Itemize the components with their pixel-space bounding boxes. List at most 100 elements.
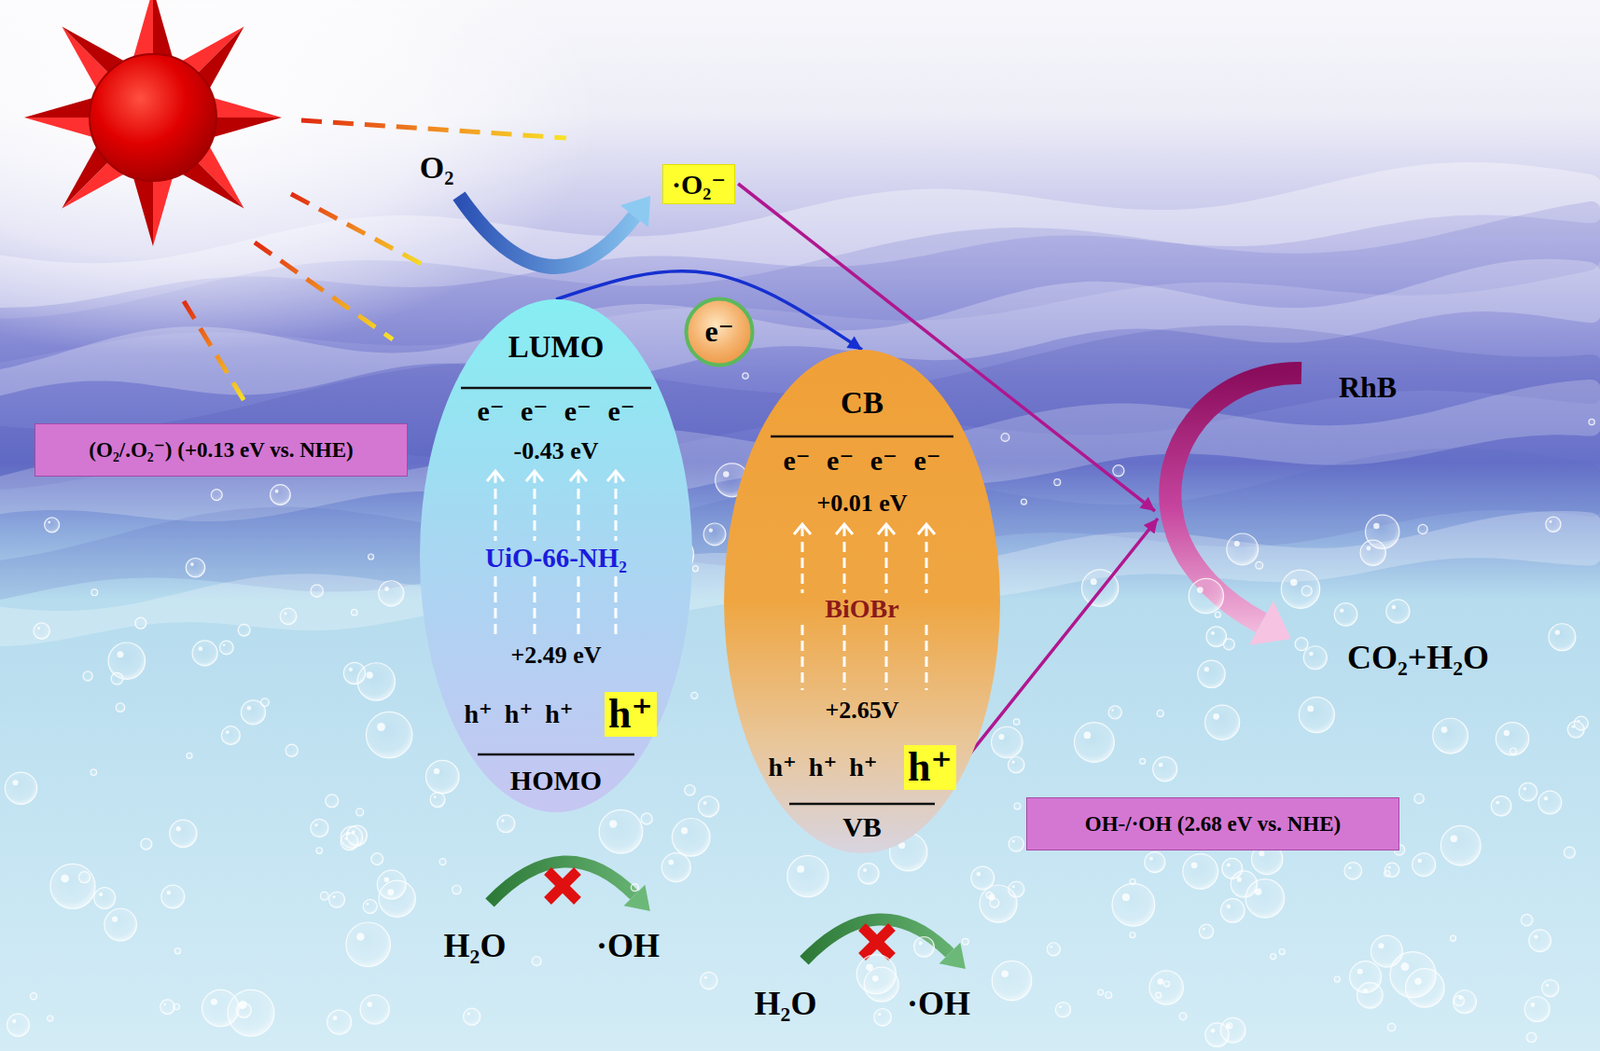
bubble-highlight (1495, 801, 1500, 806)
bubble (1386, 599, 1410, 624)
bubble-highlight (47, 521, 51, 525)
bubble (1545, 516, 1561, 532)
bubble (47, 1015, 54, 1022)
excitation-arrow-head (793, 524, 811, 535)
bubble-highlight (877, 1013, 881, 1016)
bubble (135, 617, 147, 629)
excitation-arrow-head (526, 471, 543, 482)
band-text: UiO-66-NH₂ (485, 543, 627, 574)
bubble (329, 891, 346, 908)
bubble (1188, 578, 1224, 613)
bubble (1334, 976, 1340, 983)
bubble (1526, 1032, 1537, 1044)
reduction-arrow-shaft (459, 195, 635, 267)
bubble (169, 820, 197, 848)
excitation-arrow (843, 526, 847, 594)
bubble-highlight (1377, 943, 1384, 949)
band-text: +0.01 eV (816, 490, 907, 518)
bubble (1020, 499, 1027, 505)
bubble-highlight (12, 1019, 16, 1024)
bubble (186, 752, 193, 759)
bubble (327, 1010, 352, 1035)
bubble (6, 1014, 29, 1037)
bubble (1156, 709, 1164, 717)
node-text: (O₂/.O₂⁻) (+0.13 eV vs. NHE) (52, 438, 390, 462)
bubble (1387, 1023, 1396, 1032)
bubble (671, 818, 710, 857)
bubble-highlight (12, 779, 18, 786)
bubble-highlight (1571, 725, 1574, 729)
reduction-arrow (459, 195, 651, 267)
bubble (1179, 1013, 1187, 1021)
pollutant-label: RhB (1338, 371, 1397, 404)
bubble (1450, 935, 1457, 942)
blocked-cross-bar (862, 927, 892, 958)
bubble-highlight (283, 612, 287, 615)
band-text: CB (840, 386, 884, 420)
sun-icon (24, 0, 282, 247)
bubble (1542, 980, 1559, 998)
bubble-highlight (1012, 840, 1016, 844)
bubble-highlight (703, 801, 708, 806)
bubble (83, 671, 93, 682)
bubble (858, 863, 879, 885)
species-label: H₂O (754, 986, 818, 1024)
bubble-highlight (1012, 885, 1016, 889)
bubble-highlight (1012, 761, 1016, 765)
bubble-highlight (681, 827, 688, 835)
bubble-highlight (1363, 988, 1368, 994)
node-text: h⁺ (608, 692, 654, 738)
bubble (684, 784, 696, 795)
bubble (221, 726, 240, 746)
bubble (371, 853, 384, 866)
bubble-highlight (1357, 969, 1364, 975)
bubble (90, 769, 97, 776)
bubble (351, 609, 359, 616)
bubble-highlight (37, 626, 41, 630)
bubble (1414, 793, 1424, 804)
bubble (1197, 660, 1225, 688)
bubble (961, 938, 969, 946)
bubble (430, 793, 446, 808)
excitation-arrow (801, 526, 805, 594)
bubble (310, 819, 329, 837)
bubble-highlight (998, 734, 1004, 740)
band-text: +2.49 eV (510, 642, 601, 670)
bubble (1294, 638, 1308, 652)
bubble (1270, 954, 1277, 960)
bubble-highlight (376, 723, 386, 732)
bubble-highlight (723, 471, 729, 477)
degradation-arrow-head (1249, 600, 1292, 646)
bubble (425, 760, 460, 794)
bubble (439, 859, 446, 866)
bubble-highlight (1307, 706, 1314, 713)
excitation-arrow (801, 625, 805, 691)
node-text: h⁺ (907, 745, 953, 791)
bubble (140, 838, 153, 850)
bubble-highlight (1212, 713, 1220, 721)
excitation-arrow (925, 625, 929, 691)
species-label: ·OH (596, 928, 660, 966)
bubble-highlight (500, 819, 504, 822)
bubble-highlight (98, 892, 103, 897)
bubble (1214, 612, 1221, 618)
bubble (1144, 852, 1166, 874)
bubble-highlight (348, 667, 353, 672)
band-edge-line (770, 435, 954, 439)
bubble-highlight (1204, 667, 1210, 672)
blocked-mark (862, 927, 892, 958)
bubble-highlight (225, 730, 230, 735)
bubble-highlight (1549, 520, 1553, 524)
oxidation-arrow-shaft (489, 862, 635, 904)
light-ray (254, 242, 393, 340)
band-ellipse-fill (419, 299, 693, 813)
bubble (1344, 862, 1363, 881)
bubble (1255, 561, 1264, 570)
bubble-highlight (1001, 970, 1009, 978)
bubble (1334, 603, 1358, 627)
bubble (1113, 465, 1125, 477)
bubble-highlight (1226, 904, 1232, 910)
band-text: LUMO (508, 330, 605, 364)
bubble (104, 908, 138, 942)
